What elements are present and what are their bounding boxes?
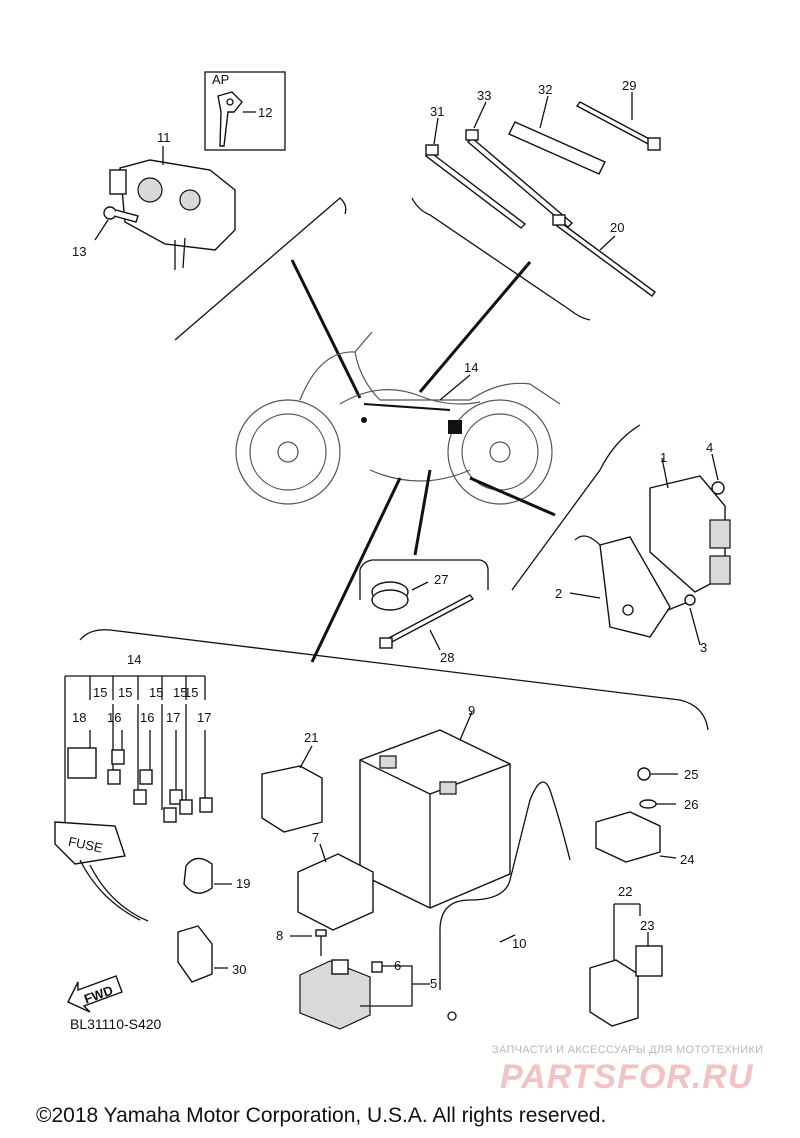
- bolt-13: [94, 206, 139, 241]
- cable-ties: [424, 92, 661, 297]
- motorcycle-outline: [235, 331, 561, 505]
- callout-15-3: 15: [149, 685, 163, 700]
- callout-14-fuse: 14: [127, 652, 141, 667]
- callout-8: 8: [276, 928, 283, 943]
- callout-15-5: 15: [184, 685, 198, 700]
- callout-31: 31: [430, 104, 444, 119]
- callout-15-4: 15: [173, 685, 187, 700]
- cdi-bracket-part: [569, 535, 701, 646]
- callout-25: 25: [684, 767, 698, 782]
- callout-16-1: 16: [107, 710, 121, 725]
- cdi-unit-part: [649, 453, 731, 593]
- callout-2: 2: [555, 586, 562, 601]
- callout-20: 20: [610, 220, 624, 235]
- bolt-8: [290, 929, 327, 956]
- copyright-notice: ©2018 Yamaha Motor Corporation, U.S.A. A…: [36, 1104, 607, 1127]
- callout-4: 4: [706, 440, 713, 455]
- callout-27: 27: [434, 572, 448, 587]
- clamp-19-part: [183, 857, 232, 894]
- callout-32: 32: [538, 82, 552, 97]
- callout-22: 22: [618, 884, 632, 899]
- watermark-brand: PARTSFOR.RU: [500, 1058, 754, 1096]
- callout-23: 23: [640, 918, 654, 933]
- relay-cover-part: [297, 843, 374, 931]
- starter-relay-part: [109, 146, 236, 270]
- forward-arrow-icon: FWD: [67, 975, 123, 1013]
- fuse-box-tree: FUSE: [54, 675, 213, 922]
- callout-14-bike: 14: [464, 360, 478, 375]
- key-inset: AP: [204, 71, 286, 151]
- callout-17-2: 17: [197, 710, 211, 725]
- bracket-30-part: [177, 925, 228, 983]
- callout-15-1: 15: [93, 685, 107, 700]
- callout-9: 9: [468, 703, 475, 718]
- callout-6: 6: [394, 958, 401, 973]
- callout-12: 12: [258, 105, 272, 120]
- callout-28: 28: [440, 650, 454, 665]
- connector-23-part: [635, 932, 663, 977]
- watermark-tagline: ЗАПЧАСТИ И АКСЕССУАРЫ ДЛЯ МОТОТЕХНИКИ: [492, 1044, 764, 1056]
- washer-26: [639, 799, 676, 809]
- bracket-right: [411, 197, 591, 321]
- battery-cable-part: [439, 781, 571, 1021]
- battery-part: [359, 711, 511, 909]
- relay-21-part: [261, 745, 323, 833]
- bolt-25: [637, 767, 678, 781]
- callout-19: 19: [236, 876, 250, 891]
- bracket-left: [174, 197, 347, 341]
- callout-24: 24: [680, 852, 694, 867]
- callout-numbers: 1 2 3 4 5 6 7 8 9 10 11 12 13 14 14 15 1…: [72, 78, 713, 991]
- callout-21: 21: [304, 730, 318, 745]
- fuse-label: FUSE: [67, 834, 104, 856]
- callout-30: 30: [232, 962, 246, 977]
- relay-22-part: [589, 903, 641, 1027]
- diagram-code: BL31110-S420: [70, 1016, 162, 1032]
- callout-1: 1: [660, 450, 667, 465]
- relay-24-part: [595, 811, 677, 863]
- callout-3: 3: [700, 640, 707, 655]
- callout-10: 10: [512, 936, 526, 951]
- callout-26: 26: [684, 797, 698, 812]
- callout-17-1: 17: [166, 710, 180, 725]
- callout-33: 33: [477, 88, 491, 103]
- callout-13: 13: [72, 244, 86, 259]
- inset-label: AP: [212, 72, 229, 87]
- clamp-band-parts: [371, 581, 475, 651]
- callout-7: 7: [312, 830, 319, 845]
- starter-relay-5-part: [299, 959, 430, 1030]
- callout-5: 5: [430, 976, 437, 991]
- callout-11: 11: [157, 130, 171, 145]
- callout-29: 29: [622, 78, 636, 93]
- bracket-lower: [79, 629, 709, 731]
- callout-16-2: 16: [140, 710, 154, 725]
- callout-15-2: 15: [118, 685, 132, 700]
- callout-18: 18: [72, 710, 86, 725]
